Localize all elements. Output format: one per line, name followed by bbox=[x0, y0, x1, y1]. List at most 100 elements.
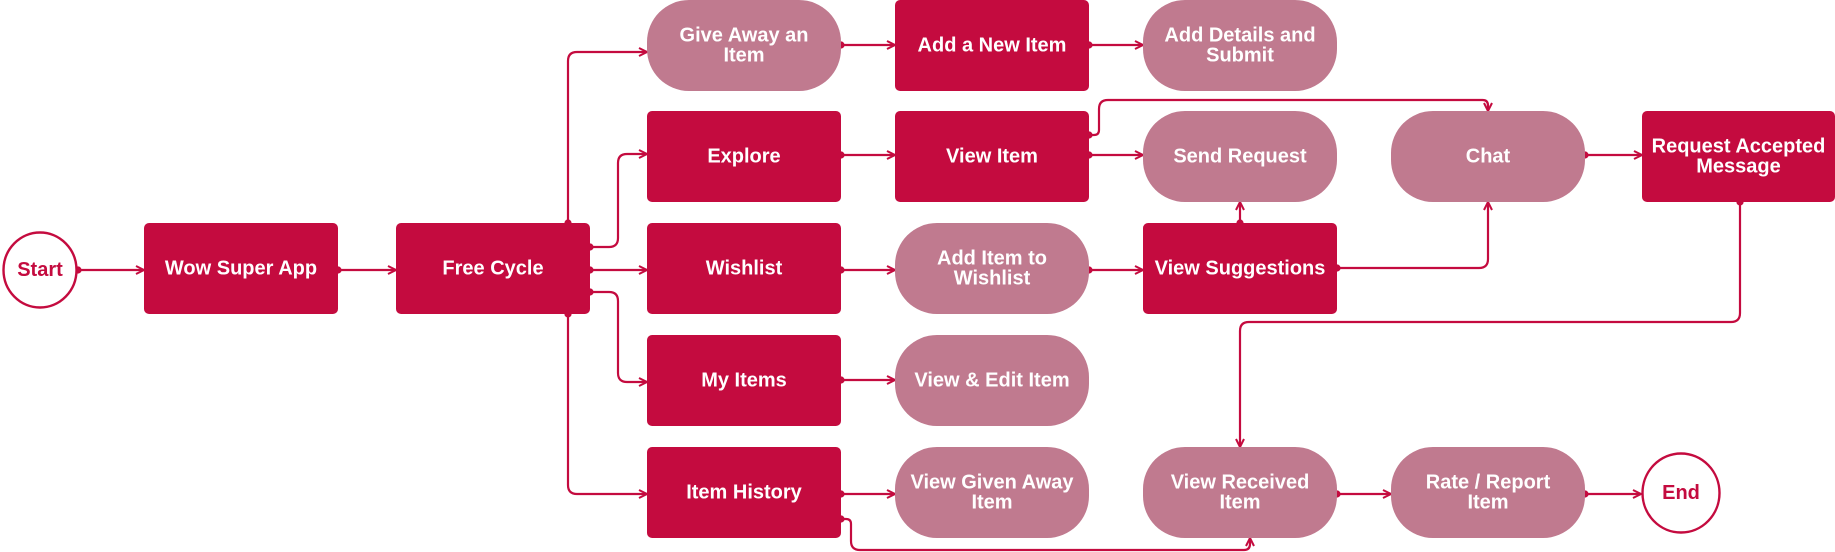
node-label: My Items bbox=[701, 370, 787, 392]
edge-chat-to-accepted bbox=[1581, 151, 1642, 158]
node-shape bbox=[1391, 447, 1585, 538]
node-label: Wishlist bbox=[954, 268, 1031, 290]
node-viewitem: View Item bbox=[895, 111, 1089, 202]
node-addnew: Add a New Item bbox=[895, 0, 1089, 91]
edge-line bbox=[590, 290, 647, 382]
node-explore: Explore bbox=[647, 111, 841, 202]
node-shape bbox=[1143, 0, 1337, 91]
node-viewedit: View & Edit Item bbox=[895, 335, 1089, 426]
node-label: Item bbox=[971, 492, 1012, 514]
node-label: Item History bbox=[686, 482, 802, 504]
node-label: End bbox=[1662, 482, 1700, 504]
node-shape bbox=[1391, 111, 1585, 202]
node-label: Give Away an bbox=[680, 25, 809, 47]
node-label: Wow Super App bbox=[165, 258, 317, 280]
node-shape bbox=[647, 223, 841, 314]
nodes: Start Wow Super App Free Cycle Give Away an… bbox=[2, 0, 1835, 538]
edge-freecycle-to-myitems bbox=[586, 288, 647, 382]
node-shape bbox=[1143, 447, 1337, 538]
node-end: End bbox=[1641, 452, 1721, 534]
node-chat: Chat bbox=[1391, 111, 1585, 202]
node-label: Start bbox=[17, 259, 63, 281]
edge-start-to-wow bbox=[74, 266, 144, 273]
edge-giveaway-to-addnew bbox=[837, 41, 895, 48]
edge-freecycle-to-giveaway bbox=[564, 52, 647, 227]
edge-wishlist-to-additemwishlist bbox=[837, 266, 895, 273]
node-label: Rate / Report bbox=[1426, 472, 1551, 494]
edge-line bbox=[1240, 202, 1742, 447]
edge-suggestions-to-chat bbox=[1333, 202, 1488, 272]
node-label: Chat bbox=[1466, 146, 1511, 168]
node-shape bbox=[647, 111, 841, 202]
node-shape bbox=[895, 111, 1089, 202]
node-label: Submit bbox=[1206, 45, 1274, 67]
edge-freecycle-to-explore bbox=[586, 154, 647, 251]
node-start: Start bbox=[2, 231, 78, 309]
edge-wow-to-freecycle bbox=[334, 266, 396, 273]
edge-myitems-to-viewedit bbox=[837, 376, 895, 383]
node-label: Item bbox=[723, 45, 764, 67]
node-label: Explore bbox=[707, 146, 780, 168]
edge-rate-to-end bbox=[1581, 490, 1641, 497]
node-label: View Item bbox=[946, 146, 1038, 168]
node-shape bbox=[895, 335, 1089, 426]
edge-line bbox=[590, 154, 647, 249]
node-shape bbox=[1642, 111, 1835, 202]
node-label: Request Accepted bbox=[1652, 136, 1826, 158]
edge-line bbox=[566, 52, 647, 223]
node-wow: Wow Super App bbox=[144, 223, 338, 314]
edge-explore-to-viewitem bbox=[837, 151, 895, 158]
node-label: Add a New Item bbox=[918, 35, 1067, 57]
node-shape bbox=[895, 447, 1089, 538]
node-shape bbox=[647, 0, 841, 91]
node-shape bbox=[1143, 111, 1337, 202]
node-label: Wishlist bbox=[706, 258, 783, 280]
node-label: View Given Away bbox=[910, 472, 1074, 494]
edge-additemwishlist-to-suggestions bbox=[1085, 266, 1143, 273]
edge-history-to-givenaway bbox=[837, 490, 895, 497]
node-shape bbox=[396, 223, 590, 314]
node-label: View Suggestions bbox=[1155, 258, 1326, 280]
edge-line bbox=[566, 314, 647, 494]
edge-suggestions-to-sendrequest bbox=[1236, 202, 1243, 227]
node-label: Free Cycle bbox=[442, 258, 543, 280]
node-freecycle: Free Cycle bbox=[396, 223, 590, 314]
node-sendrequest: Send Request bbox=[1143, 111, 1337, 202]
edge-line bbox=[1337, 202, 1488, 270]
node-shape bbox=[144, 223, 338, 314]
node-shape bbox=[647, 335, 841, 426]
node-shape bbox=[895, 0, 1089, 91]
node-label: Add Item to bbox=[937, 248, 1047, 270]
edge-line bbox=[841, 517, 1250, 552]
edge-line bbox=[1089, 98, 1488, 137]
edge-received-to-rate bbox=[1333, 490, 1391, 497]
node-myitems: My Items bbox=[647, 335, 841, 426]
node-label: Item bbox=[1219, 492, 1260, 514]
node-label: Add Details and bbox=[1164, 25, 1315, 47]
node-label: View Received bbox=[1171, 472, 1310, 494]
node-label: View & Edit Item bbox=[914, 370, 1069, 392]
node-shape bbox=[2, 231, 78, 309]
node-shape bbox=[647, 447, 841, 538]
node-label: Send Request bbox=[1173, 146, 1307, 168]
edge-viewitem-to-sendrequest bbox=[1085, 151, 1143, 158]
node-label: Message bbox=[1696, 156, 1781, 178]
edge-freecycle-to-history bbox=[564, 310, 647, 494]
node-shape bbox=[1143, 223, 1337, 314]
edge-addnew-to-adddetails bbox=[1085, 41, 1143, 48]
node-label: Item bbox=[1467, 492, 1508, 514]
node-history: Item History bbox=[647, 447, 841, 538]
node-shape bbox=[895, 223, 1089, 314]
node-suggestions: View Suggestions bbox=[1143, 223, 1337, 314]
edge-freecycle-to-wishlist bbox=[586, 266, 647, 273]
node-wishlist: Wishlist bbox=[647, 223, 841, 314]
node-shape bbox=[1641, 452, 1721, 534]
